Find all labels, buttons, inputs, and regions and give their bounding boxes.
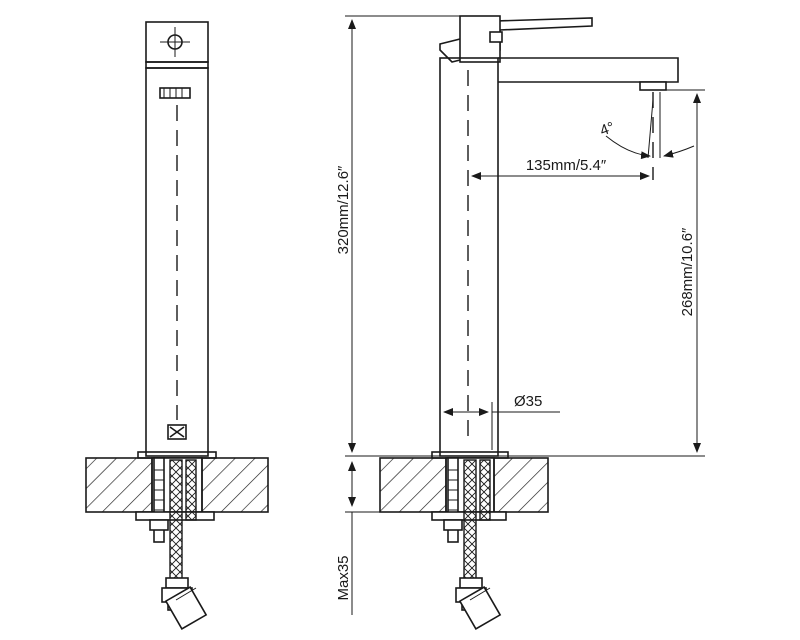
side-body xyxy=(439,57,499,457)
front-nut xyxy=(149,519,169,531)
side-base-flange xyxy=(431,451,509,459)
side-view xyxy=(379,15,679,630)
front-aerator xyxy=(159,87,191,99)
side-hose-left xyxy=(463,459,477,581)
dim-reach-label: 135mm/5.4″ xyxy=(526,157,607,174)
dim-diameter-label: Ø35 xyxy=(514,393,542,410)
dim-angle-label: 4° xyxy=(598,119,617,140)
brand-logo-icon xyxy=(167,424,187,440)
front-body xyxy=(145,67,209,457)
side-aerator xyxy=(639,81,667,91)
front-hose-left xyxy=(169,459,183,581)
dim-spout-height-label: 268mm/10.6″ xyxy=(679,227,696,316)
side-hose-fitting xyxy=(455,577,502,630)
side-hose-right xyxy=(479,459,491,521)
front-hose-fitting xyxy=(161,577,208,630)
side-nut xyxy=(443,519,463,531)
dimension-lines: 320mm/12.6″ Max35 135mm/5.4″ 268mm/10.6″… xyxy=(335,15,705,615)
crosshair-circle-icon xyxy=(160,27,190,57)
front-view xyxy=(85,21,269,630)
dim-mount-label: Max35 xyxy=(335,555,352,600)
dim-height-total-label: 320mm/12.6″ xyxy=(335,165,352,254)
front-collar xyxy=(145,61,209,69)
front-base-flange xyxy=(137,451,217,459)
dim-angle-arc xyxy=(605,135,651,160)
front-hose-right xyxy=(185,459,197,521)
side-spout xyxy=(498,57,679,83)
